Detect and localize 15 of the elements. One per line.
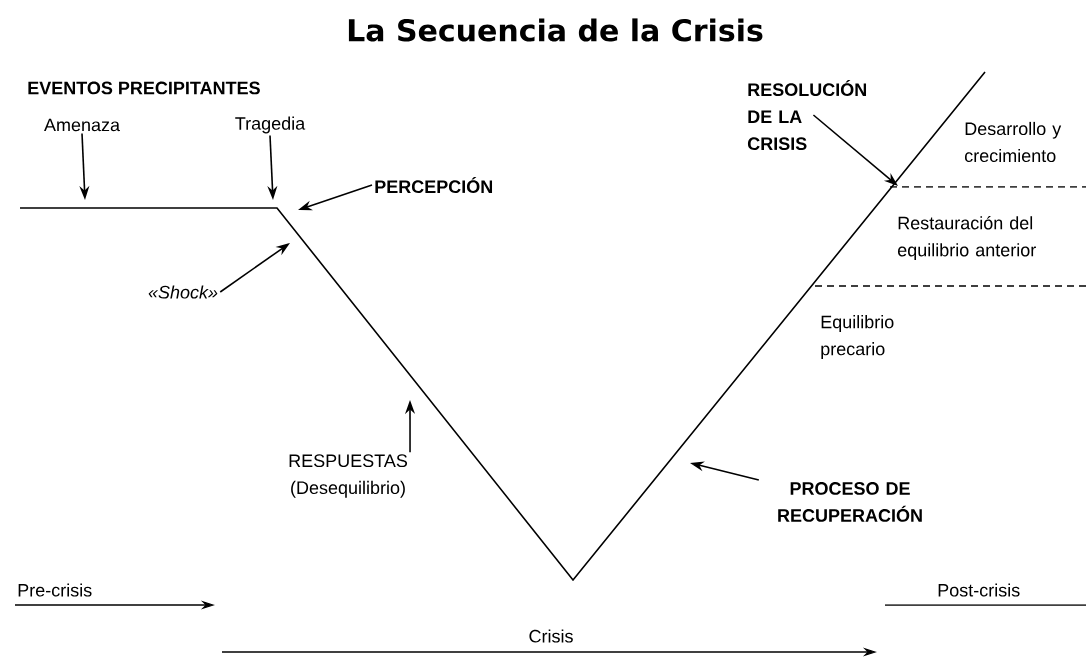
label: Desarrollo y crecimiento xyxy=(965,121,1062,163)
callout-label: PERCEPCIÓN xyxy=(375,176,492,194)
label: Post-crisis xyxy=(938,583,1020,597)
callout-label: PROCESO DE RECUPERACIÓN xyxy=(778,482,922,522)
label: Pre-crisis xyxy=(18,583,92,597)
callout-label: «Shock» xyxy=(148,285,218,299)
title: La Secuencia de la Crisis xyxy=(348,18,763,42)
callout-label: Amenaza xyxy=(44,118,120,132)
label: Equilibrio precario xyxy=(821,315,894,359)
label: Restauración del equilibrio anterior xyxy=(898,216,1036,260)
callout-label: RESOLUCIÓN DE LA CRISIS xyxy=(747,79,866,151)
label: EVENTOS PRECIPITANTES xyxy=(28,81,260,95)
callout-label: RESPUESTAS (Desequilibrio) xyxy=(289,454,408,498)
callout-label: Tragedia xyxy=(235,116,306,134)
label: Crisis xyxy=(529,629,573,643)
